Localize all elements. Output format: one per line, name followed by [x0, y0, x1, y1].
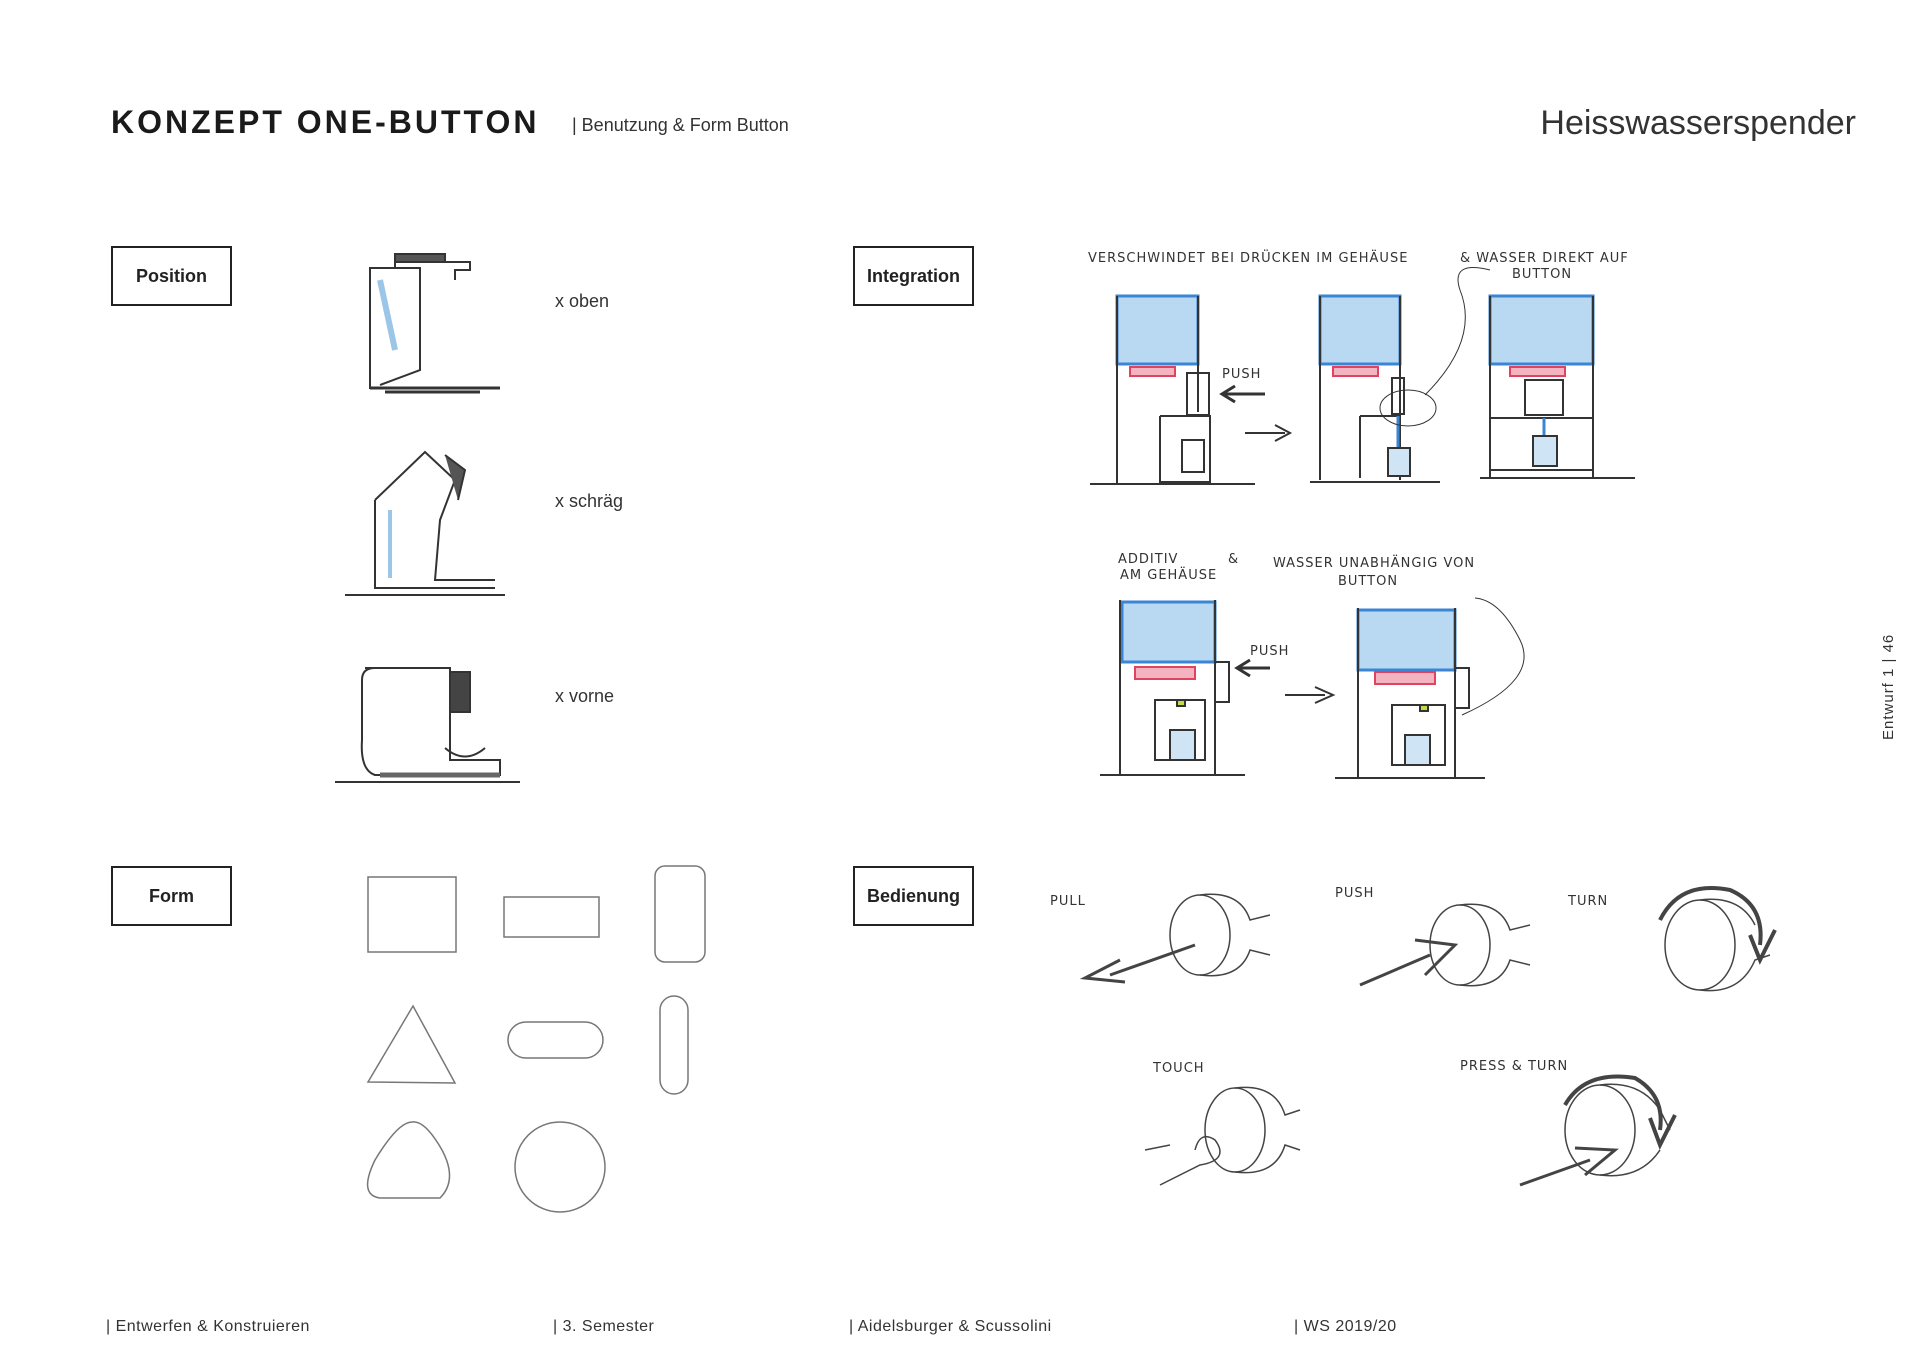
- integration-note-3: ADDITIV: [1118, 552, 1178, 567]
- sketch-button-front: [335, 667, 520, 783]
- sketch-push: [1359, 903, 1531, 987]
- sketch-button-top: [369, 253, 500, 394]
- product-name: Heisswasserspender: [1540, 104, 1856, 142]
- bedienung-sketches: PULL PUSH TURN TOUCH PRESS & TURN: [1050, 886, 1777, 1187]
- footer-semester: | 3. Semester: [553, 1318, 655, 1335]
- sketch-press-and-turn: [1519, 1074, 1677, 1187]
- form-shapes: [366, 865, 706, 1213]
- footer-course: | Entwerfen & Konstruieren: [106, 1318, 310, 1335]
- position-option-vorne: x vorne: [555, 686, 615, 706]
- bedienung-label-turn: TURN: [1567, 894, 1608, 909]
- integration-sketch-bottom: ADDITIV AM GEHÄUSE & WASSER UNABHÄNGIG V…: [1100, 552, 1525, 779]
- page-title: KONZEPT ONE-BUTTON: [111, 104, 540, 140]
- footer-term: | WS 2019/20: [1294, 1318, 1397, 1335]
- section-label-integration: Integration: [853, 246, 974, 306]
- sketch-pull: [1079, 893, 1271, 984]
- integration-note-2: & WASSER DIREKT AUF: [1460, 251, 1629, 266]
- position-option-oben: x oben: [555, 291, 610, 311]
- shape-square: [367, 876, 457, 953]
- integration-note-4: WASSER UNABHÄNGIG VON: [1273, 555, 1475, 571]
- integration-note-2b: BUTTON: [1512, 267, 1572, 282]
- integration-note-3b: AM GEHÄUSE: [1120, 567, 1217, 583]
- page-number-side: Entwurf 1 | 46: [1880, 633, 1897, 740]
- push-label-2: PUSH: [1250, 644, 1289, 659]
- sketch-button-angled: [345, 450, 505, 596]
- integration-note-amp: &: [1228, 552, 1239, 567]
- shape-pill: [507, 1021, 604, 1059]
- bedienung-label-push: PUSH: [1335, 886, 1374, 901]
- section-label-position: Position: [111, 246, 232, 306]
- integration-note-1: VERSCHWINDET BEI DRÜCKEN IM GEHÄUSE: [1088, 249, 1408, 266]
- integration-note-4b: BUTTON: [1338, 574, 1398, 589]
- sketch-touch: [1144, 1086, 1301, 1186]
- footer-authors: | Aidelsburger & Scussolini: [849, 1318, 1052, 1335]
- shape-rectangle: [503, 896, 600, 938]
- shape-rounded-triangle: [366, 1121, 451, 1199]
- bedienung-label-touch: TOUCH: [1152, 1061, 1205, 1076]
- shape-circle: [514, 1121, 606, 1213]
- page-subtitle: | Benutzung & Form Button: [572, 115, 789, 135]
- sketch-turn: [1658, 886, 1777, 992]
- bedienung-label-pull: PULL: [1050, 894, 1086, 909]
- section-label-form: Form: [111, 866, 232, 926]
- push-label-1: PUSH: [1222, 367, 1261, 382]
- shape-pill-vertical: [659, 995, 689, 1095]
- bedienung-label-press-turn: PRESS & TURN: [1460, 1059, 1568, 1074]
- integration-sketch-top: VERSCHWINDET BEI DRÜCKEN IM GEHÄUSE & WA…: [1088, 249, 1635, 485]
- shape-triangle: [366, 1004, 457, 1084]
- section-label-bedienung: Bedienung: [853, 866, 974, 926]
- position-option-schraeg: x schräg: [555, 491, 624, 511]
- shape-rounded-tall: [654, 865, 706, 963]
